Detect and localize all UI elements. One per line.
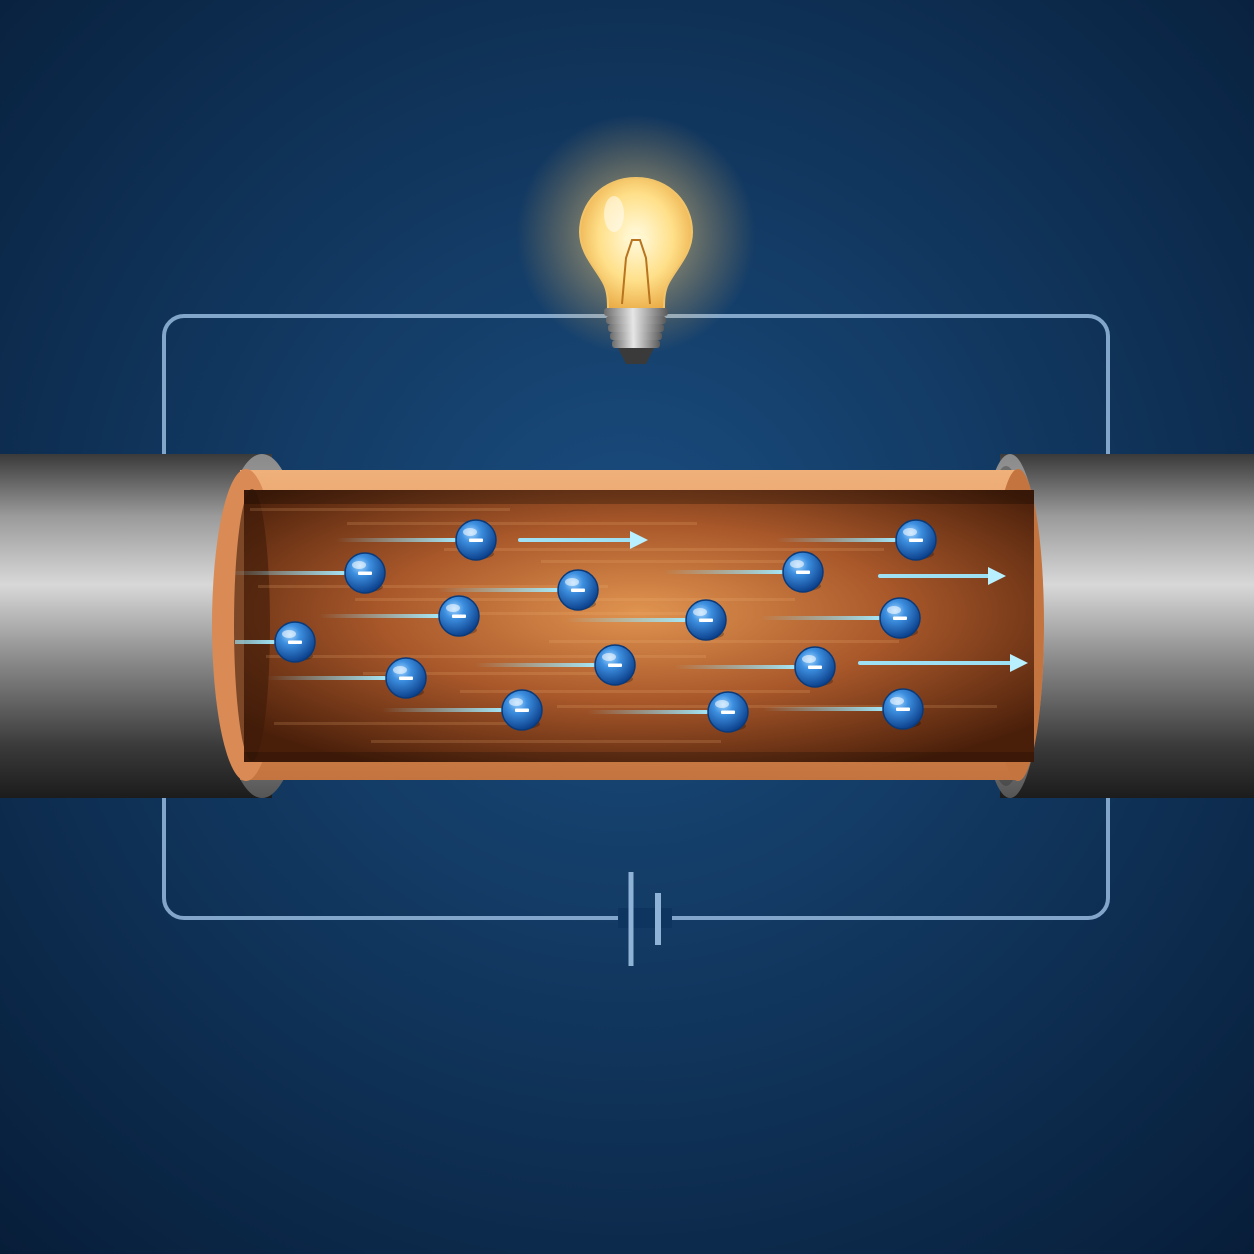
electron-trail bbox=[760, 616, 880, 620]
electron-minus-sign bbox=[796, 570, 810, 574]
copper-streak bbox=[549, 640, 899, 643]
electron-trail bbox=[319, 614, 439, 618]
electron-trail bbox=[382, 708, 502, 712]
electron-minus-sign bbox=[896, 707, 910, 711]
electron-trail bbox=[566, 618, 686, 622]
electron-minus-sign bbox=[608, 663, 622, 667]
electron bbox=[794, 646, 836, 688]
electron bbox=[455, 519, 497, 561]
electron bbox=[782, 551, 824, 593]
electron bbox=[385, 657, 427, 699]
copper-streak bbox=[557, 705, 997, 708]
electron-minus-sign bbox=[469, 538, 483, 542]
flow-arrow bbox=[878, 567, 1006, 585]
flow-arrows bbox=[518, 531, 1028, 672]
electron-trail bbox=[336, 538, 456, 542]
electron-trail bbox=[266, 676, 386, 680]
copper-streak bbox=[460, 690, 810, 693]
copper-streak bbox=[541, 560, 801, 563]
electron bbox=[685, 599, 727, 641]
flow-arrow bbox=[518, 531, 648, 549]
electron-minus-sign bbox=[699, 618, 713, 622]
copper-streak bbox=[250, 508, 510, 511]
electron-minus-sign bbox=[515, 708, 529, 712]
copper-streak bbox=[444, 548, 884, 551]
electron-minus-sign bbox=[288, 640, 302, 644]
electron-trail bbox=[763, 707, 883, 711]
electron bbox=[895, 519, 937, 561]
electron-trail bbox=[235, 640, 275, 644]
battery-symbol-icon bbox=[618, 872, 672, 966]
electron-minus-sign bbox=[452, 614, 466, 618]
electron bbox=[707, 691, 749, 733]
copper-streak bbox=[452, 612, 712, 615]
electron-trail bbox=[776, 538, 896, 542]
electron bbox=[344, 552, 386, 594]
copper-streak bbox=[347, 522, 697, 525]
flow-arrow bbox=[858, 654, 1028, 672]
electron-minus-sign bbox=[893, 616, 907, 620]
light-bulb-icon bbox=[516, 115, 756, 364]
electron-minus-sign bbox=[399, 676, 413, 680]
electron bbox=[501, 689, 543, 731]
copper-streak bbox=[363, 672, 623, 675]
electrons bbox=[274, 519, 937, 733]
electron-minus-sign bbox=[358, 571, 372, 575]
electron-minus-sign bbox=[808, 665, 822, 669]
electron-minus-sign bbox=[721, 710, 735, 714]
electron bbox=[274, 621, 316, 663]
copper-streak bbox=[274, 722, 534, 725]
electron-trail bbox=[588, 710, 708, 714]
electron bbox=[557, 569, 599, 611]
copper-streak bbox=[266, 655, 706, 658]
electron-trail bbox=[235, 571, 345, 575]
electron bbox=[438, 595, 480, 637]
electron-minus-sign bbox=[909, 538, 923, 542]
electron-trail bbox=[475, 663, 595, 667]
electron bbox=[594, 644, 636, 686]
electron-trail bbox=[438, 588, 558, 592]
copper-streak bbox=[258, 585, 608, 588]
electron-trail bbox=[663, 570, 783, 574]
copper-streak bbox=[371, 740, 721, 743]
electron bbox=[882, 688, 924, 730]
electron-trail bbox=[675, 665, 795, 669]
electron bbox=[879, 597, 921, 639]
electron-minus-sign bbox=[571, 588, 585, 592]
